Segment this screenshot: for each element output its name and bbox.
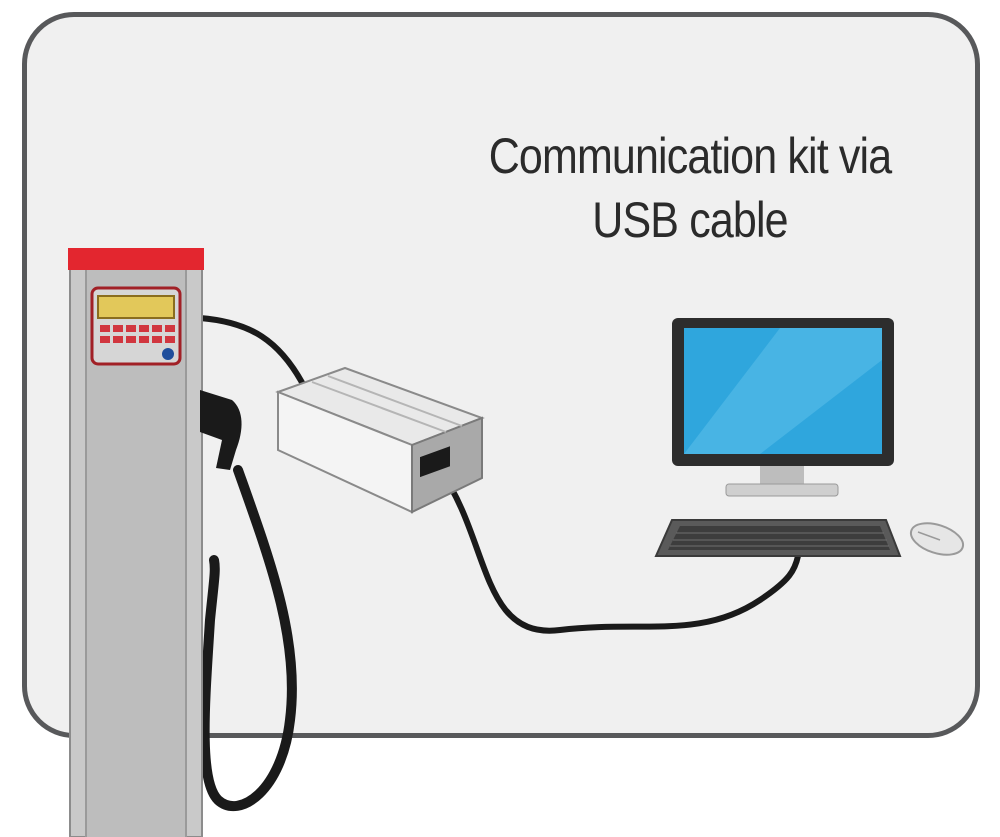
pump-to-box-cable xyxy=(197,315,308,391)
usb-cable-icon xyxy=(437,467,801,634)
caption-line-1: Communication kit via xyxy=(488,128,892,184)
caption-line-2: USB cable xyxy=(592,192,788,248)
fuel-nozzle-icon xyxy=(200,390,242,470)
fuel-dispenser-icon xyxy=(68,248,242,837)
diagram-caption: Communication kit via USB cable xyxy=(475,124,905,252)
pump-top-cap xyxy=(68,248,204,270)
monitor-stand xyxy=(725,483,839,497)
pump-display xyxy=(97,295,175,319)
communication-box-icon xyxy=(275,366,485,514)
keyboard-icon xyxy=(654,519,902,557)
desktop-monitor-icon xyxy=(672,318,894,497)
fuel-hose xyxy=(199,465,297,811)
pump-keypad xyxy=(100,325,175,343)
mouse-icon xyxy=(909,522,965,556)
pump-button-icon xyxy=(162,348,174,360)
usb-port-icon xyxy=(420,446,450,478)
